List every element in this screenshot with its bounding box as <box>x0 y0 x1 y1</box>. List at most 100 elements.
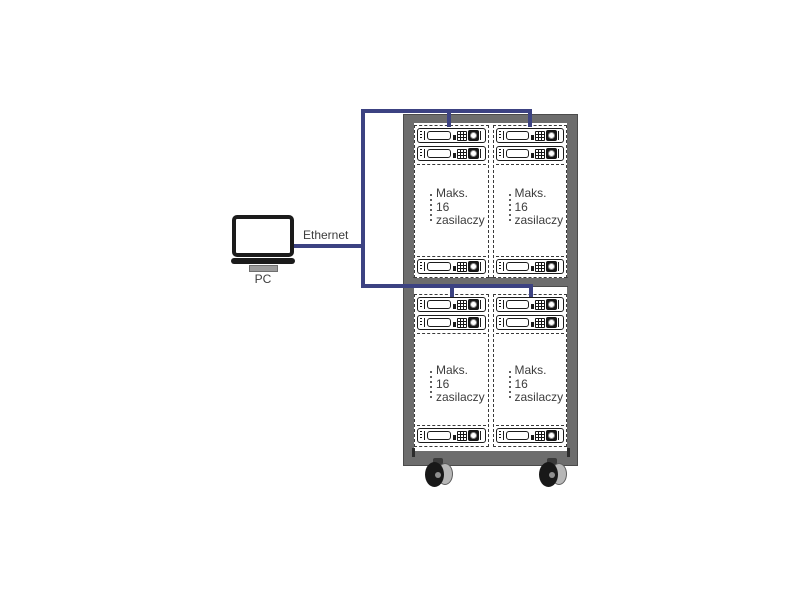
psu-vent-strip <box>498 300 504 309</box>
ethernet-line-mid-bus <box>361 284 533 288</box>
psu-display <box>427 149 451 158</box>
power-supply-unit <box>495 297 564 312</box>
psu-keypad <box>535 130 545 141</box>
psu-keypad <box>535 317 545 328</box>
capacity-label: Maks. 16 zasilaczy <box>436 186 485 256</box>
psu-button <box>452 434 456 440</box>
capacity-label: Maks. 16 zasilaczy <box>514 363 564 425</box>
capacity-zone: Maks. 16 zasilaczy <box>495 333 564 426</box>
psu-button <box>531 265 534 271</box>
psu-vent-strip <box>420 431 425 440</box>
capacity-line: zasilaczy <box>514 390 564 404</box>
laptop-stand <box>248 265 278 272</box>
psu-column: Maks. 16 zasilaczy <box>492 125 567 278</box>
psu-column: Maks. 16 zasilaczy <box>414 125 489 278</box>
ethernet-drop-mid-left <box>450 287 454 297</box>
psu-keypad <box>456 261 467 272</box>
psu-vent-strip <box>420 262 425 271</box>
psu-edge-line <box>558 131 561 140</box>
caster-hub <box>549 472 555 478</box>
psu-edge-line <box>558 431 561 440</box>
psu-column: Maks. 16 zasilaczy <box>414 294 489 447</box>
power-supply-unit <box>495 428 564 443</box>
capacity-line: 16 <box>514 199 528 214</box>
psu-display <box>505 300 529 309</box>
capacity-line: Maks. <box>436 186 469 200</box>
capacity-line: 16 <box>436 376 450 391</box>
caster-tire <box>539 462 558 487</box>
psu-button <box>531 434 534 440</box>
power-supply-unit <box>495 128 564 143</box>
psu-edge-line <box>479 149 483 158</box>
ethernet-drop-top-right <box>528 112 532 127</box>
psu-vent-strip <box>420 300 425 309</box>
ethernet-drop-mid-right <box>529 287 533 297</box>
psu-button <box>452 134 456 140</box>
psu-knob <box>546 430 557 441</box>
psu-vent-strip <box>498 262 504 271</box>
power-supply-unit <box>495 146 564 161</box>
psu-knob <box>467 317 479 328</box>
psu-column: Maks. 16 zasilaczy <box>492 294 567 447</box>
psu-knob <box>467 430 479 441</box>
psu-keypad <box>456 130 467 141</box>
capacity-zone: Maks. 16 zasilaczy <box>495 164 564 257</box>
ellipsis-dots-icon <box>508 371 511 425</box>
psu-edge-line <box>558 318 561 327</box>
ellipsis-dots-icon <box>430 371 432 425</box>
psu-vent-strip <box>420 149 425 158</box>
laptop-base <box>231 258 295 264</box>
psu-vent-strip <box>498 131 504 140</box>
psu-button <box>531 134 534 140</box>
psu-keypad <box>535 261 545 272</box>
ethernet-label: Ethernet <box>303 228 349 242</box>
power-supply-unit <box>495 259 564 274</box>
rack-bottom-notch-left <box>412 448 415 457</box>
power-supply-unit <box>417 259 486 274</box>
psu-display <box>427 262 451 271</box>
capacity-line: 16 <box>436 199 450 214</box>
psu-button <box>452 321 456 327</box>
psu-knob <box>467 299 479 310</box>
psu-keypad <box>456 430 467 441</box>
caster-hub <box>435 472 441 478</box>
rack-bottom-notch-right <box>567 448 570 457</box>
psu-vent-strip <box>420 131 425 140</box>
capacity-line: zasilaczy <box>436 390 485 404</box>
psu-display <box>427 131 451 140</box>
psu-knob <box>467 130 479 141</box>
psu-button <box>531 321 534 327</box>
power-supply-unit <box>417 128 486 143</box>
psu-keypad <box>456 317 467 328</box>
psu-vent-strip <box>498 149 504 158</box>
power-supply-unit <box>417 297 486 312</box>
psu-knob <box>546 317 557 328</box>
psu-keypad <box>535 148 545 159</box>
capacity-line: Maks. <box>514 363 547 377</box>
psu-keypad <box>535 299 545 310</box>
psu-knob <box>467 148 479 159</box>
caster-wheel <box>423 458 455 490</box>
psu-knob <box>546 299 557 310</box>
rack-section-bottom: Maks. 16 zasilaczy Maks. 16 zasilaczy <box>414 294 567 447</box>
caster-tire <box>425 462 444 487</box>
power-supply-unit <box>495 315 564 330</box>
psu-edge-line <box>479 262 483 271</box>
psu-keypad <box>535 430 545 441</box>
psu-vent-strip <box>498 431 504 440</box>
capacity-label: Maks. 16 zasilaczy <box>436 363 485 425</box>
psu-display <box>505 318 529 327</box>
psu-display <box>505 131 529 140</box>
psu-keypad <box>456 299 467 310</box>
psu-display <box>427 300 451 309</box>
psu-edge-line <box>479 431 483 440</box>
psu-knob <box>546 148 557 159</box>
psu-vent-strip <box>498 318 504 327</box>
rack-section-top: Maks. 16 zasilaczy Maks. 16 zasilaczy <box>414 125 567 278</box>
psu-button <box>452 265 456 271</box>
ellipsis-dots-icon <box>508 194 511 256</box>
psu-display <box>427 318 451 327</box>
rack-cabinet: Maks. 16 zasilaczy Maks. 16 zasilaczy <box>403 114 578 466</box>
psu-keypad <box>456 148 467 159</box>
